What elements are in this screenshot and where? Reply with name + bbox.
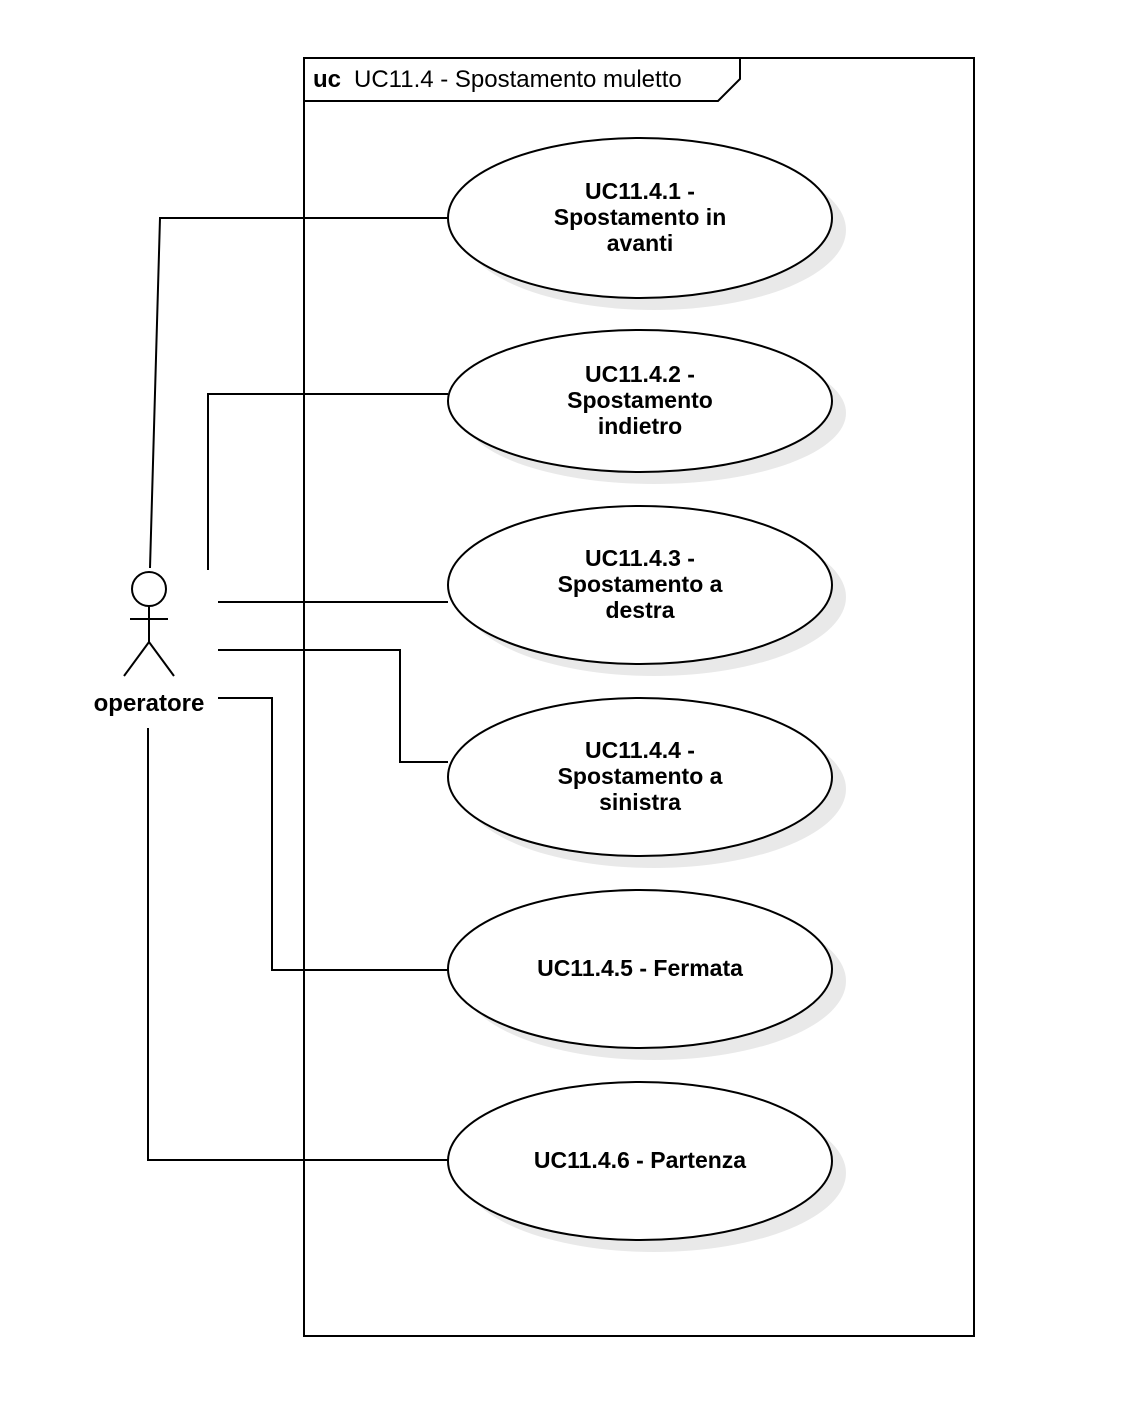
actor-left-leg [123,641,150,677]
use-case-uc6[interactable]: UC11.4.6 - Partenza [447,1081,846,1252]
association-uc5 [218,697,448,971]
actor-head [131,571,167,607]
association-uc1 [149,217,448,569]
use-case-label-line: avanti [607,230,673,256]
use-case-label-line: UC11.4.6 - Partenza [534,1147,746,1173]
use-case-label-line: Spostamento [567,387,713,413]
use-case-ellipse [447,697,833,857]
use-case-ellipse [447,329,833,473]
use-case-label-line: UC11.4.4 - [585,737,695,763]
association-uc6 [147,728,448,1161]
use-case-label-line: UC11.4.5 - Fermata [537,955,743,981]
use-case-ellipse [447,137,833,299]
system-frame: uc UC11.4 - Spostamento muletto [303,57,975,1337]
actor-operatore[interactable] [123,571,175,677]
use-case-uc1[interactable]: UC11.4.1 - Spostamento in avanti [447,137,846,310]
use-case-uc4[interactable]: UC11.4.4 - Spostamento a sinistra [447,697,846,868]
actor-right-leg [148,641,175,677]
use-case-label-line: UC11.4.3 - [585,545,695,571]
association-uc2 [207,393,448,570]
use-case-ellipse [447,1081,833,1241]
use-case-label-line: Spostamento a [558,763,723,789]
use-case-label-line: destra [605,597,674,623]
use-case-label-line: indietro [598,413,682,439]
frame-keyword: uc [313,66,341,93]
use-case-label-line: Spostamento in [554,204,727,230]
associations [147,217,448,1161]
use-case-ellipse [447,505,833,665]
use-case-label-line: UC11.4.2 - [585,361,695,387]
use-case-uc5[interactable]: UC11.4.5 - Fermata [447,889,846,1060]
use-case-label-line: Spostamento a [558,571,723,597]
use-case-uc2[interactable]: UC11.4.2 - Spostamento indietro [447,329,846,484]
frame-title: UC11.4 - Spostamento muletto [354,66,682,93]
use-case-ellipse [447,889,833,1049]
association-uc4 [218,649,448,763]
use-case-uc3[interactable]: UC11.4.3 - Spostamento a destra [447,505,846,676]
use-case-label-line: sinistra [599,789,681,815]
actor-label: operatore [94,690,205,717]
use-case-label-line: UC11.4.1 - [585,178,695,204]
